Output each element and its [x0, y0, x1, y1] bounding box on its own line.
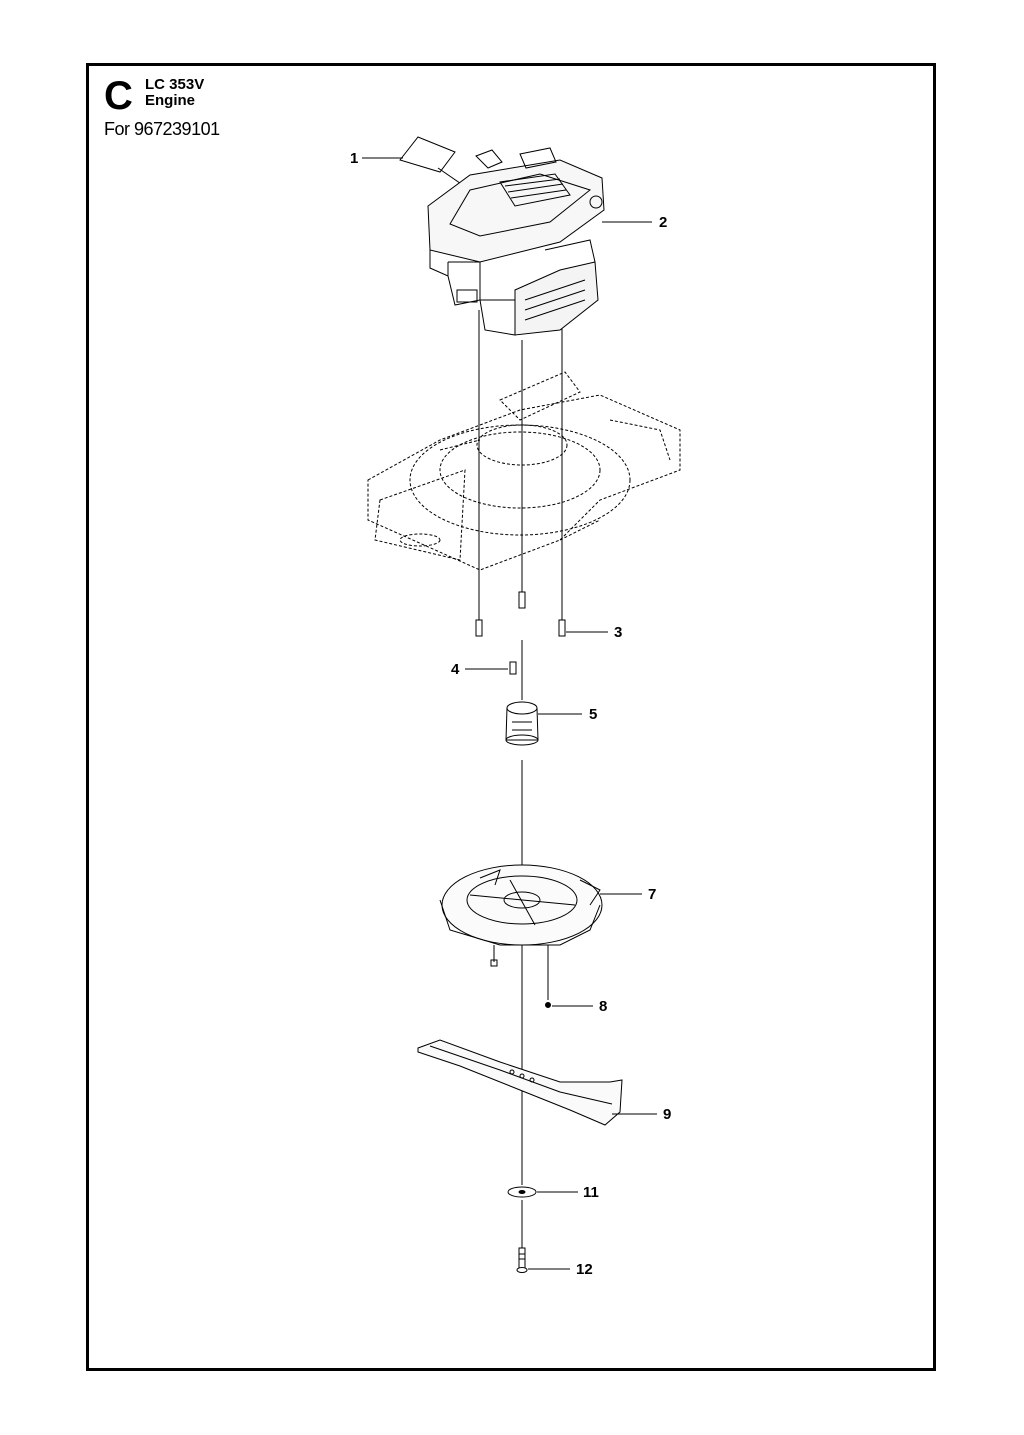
engine-part: [427, 147, 605, 336]
callout-5: 5: [589, 706, 597, 723]
engine-bolts-part: [475, 591, 566, 637]
section-letter: C: [104, 74, 133, 118]
blade-bolt-part: [516, 1247, 528, 1273]
callout-4: 4: [451, 661, 460, 678]
callout-11: 11: [583, 1184, 599, 1201]
blade-part: [417, 1039, 623, 1126]
callout-12: 12: [576, 1261, 593, 1278]
callout-7: 7: [648, 886, 656, 903]
leader-lines: [362, 157, 657, 1270]
key-part: [509, 661, 517, 675]
blade-hub-part: [439, 864, 603, 1000]
callout-3: 3: [614, 624, 622, 641]
section-title: Engine: [145, 92, 196, 109]
callout-9: 9: [663, 1106, 671, 1123]
callout-8: 8: [599, 998, 607, 1015]
for-part-number: For 967239101: [104, 119, 220, 139]
washer-part: [507, 1186, 537, 1198]
center-axis-line: [478, 310, 563, 1250]
mower-deck-outline: [367, 371, 681, 571]
callout-1: 1: [350, 150, 358, 167]
callout-2: 2: [659, 214, 667, 231]
model-name: LC 353V: [145, 76, 205, 93]
blade-adapter-part: [505, 701, 539, 746]
screw-part: [545, 1002, 551, 1008]
page-frame: [86, 63, 936, 1371]
